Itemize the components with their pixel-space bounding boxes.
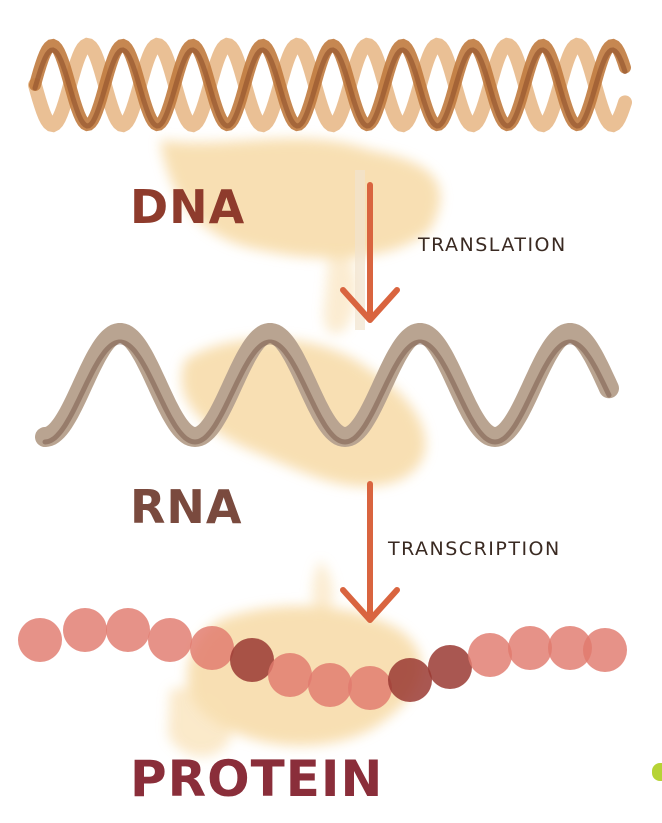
protein-bead bbox=[148, 618, 192, 662]
step-translation-label: TRANSLATION bbox=[418, 234, 567, 256]
corner-logo-fragment bbox=[652, 763, 662, 781]
protein-bead bbox=[388, 658, 432, 702]
protein-bead bbox=[230, 638, 274, 682]
protein-bead bbox=[190, 626, 234, 670]
rna-label: RNA bbox=[130, 480, 243, 534]
dna-label: DNA bbox=[130, 180, 245, 234]
protein-label: PROTEIN bbox=[130, 750, 383, 808]
protein-bead bbox=[508, 626, 552, 670]
protein-bead bbox=[268, 653, 312, 697]
dna-double-helix-icon bbox=[35, 45, 625, 126]
step-transcription-label: TRANSCRIPTION bbox=[388, 538, 561, 560]
protein-bead bbox=[583, 628, 627, 672]
protein-bead bbox=[348, 666, 392, 710]
protein-bead bbox=[106, 608, 150, 652]
protein-bead bbox=[428, 645, 472, 689]
protein-bead bbox=[63, 608, 107, 652]
protein-bead bbox=[468, 633, 512, 677]
protein-bead bbox=[308, 663, 352, 707]
protein-bead bbox=[18, 618, 62, 662]
